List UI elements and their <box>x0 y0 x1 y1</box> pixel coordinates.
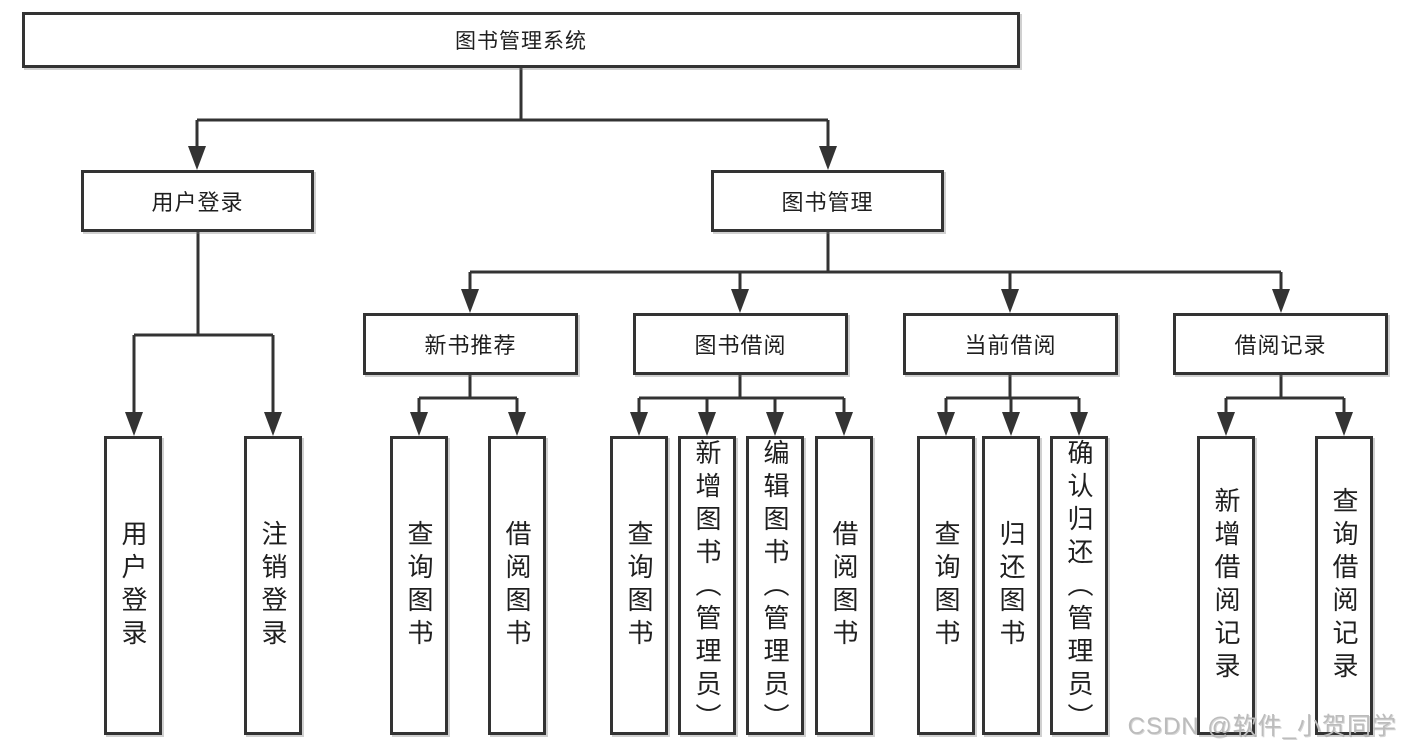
leaf-borrow-books-recommend: 借阅图书 <box>488 436 546 735</box>
leaf-borrow-books: 借阅图书 <box>815 436 873 735</box>
node-system-root: 图书管理系统 <box>22 12 1020 68</box>
leaf-query-books-recommend: 查询图书 <box>390 436 448 735</box>
leaf-add-borrow-record: 新增借阅记录 <box>1197 436 1255 735</box>
tree-edges <box>132 68 1346 418</box>
arrowhead-icons <box>125 146 1353 436</box>
node-user-login-branch: 用户登录 <box>81 170 314 232</box>
leaf-query-books-borrowing: 查询图书 <box>610 436 668 735</box>
leaf-query-borrow-record: 查询借阅记录 <box>1315 436 1373 735</box>
leaf-logout: 注销登录 <box>244 436 302 735</box>
leaf-user-login: 用户登录 <box>104 436 162 735</box>
leaf-query-books-current: 查询图书 <box>917 436 975 735</box>
leaf-confirm-return-admin: 确认归还（管理员） <box>1050 436 1108 736</box>
node-borrow-records: 借阅记录 <box>1173 313 1388 375</box>
node-book-borrowing: 图书借阅 <box>633 313 848 375</box>
node-current-borrowing: 当前借阅 <box>903 313 1118 375</box>
leaf-edit-books-admin: 编辑图书（管理员） <box>746 436 804 736</box>
csdn-watermark: CSDN @软件_小贺同学 <box>1127 713 1397 740</box>
node-new-book-recommend: 新书推荐 <box>363 313 578 375</box>
leaf-add-books-admin: 新增图书（管理员） <box>678 436 736 736</box>
node-book-management-branch: 图书管理 <box>711 170 944 232</box>
leaf-return-books: 归还图书 <box>982 436 1040 735</box>
